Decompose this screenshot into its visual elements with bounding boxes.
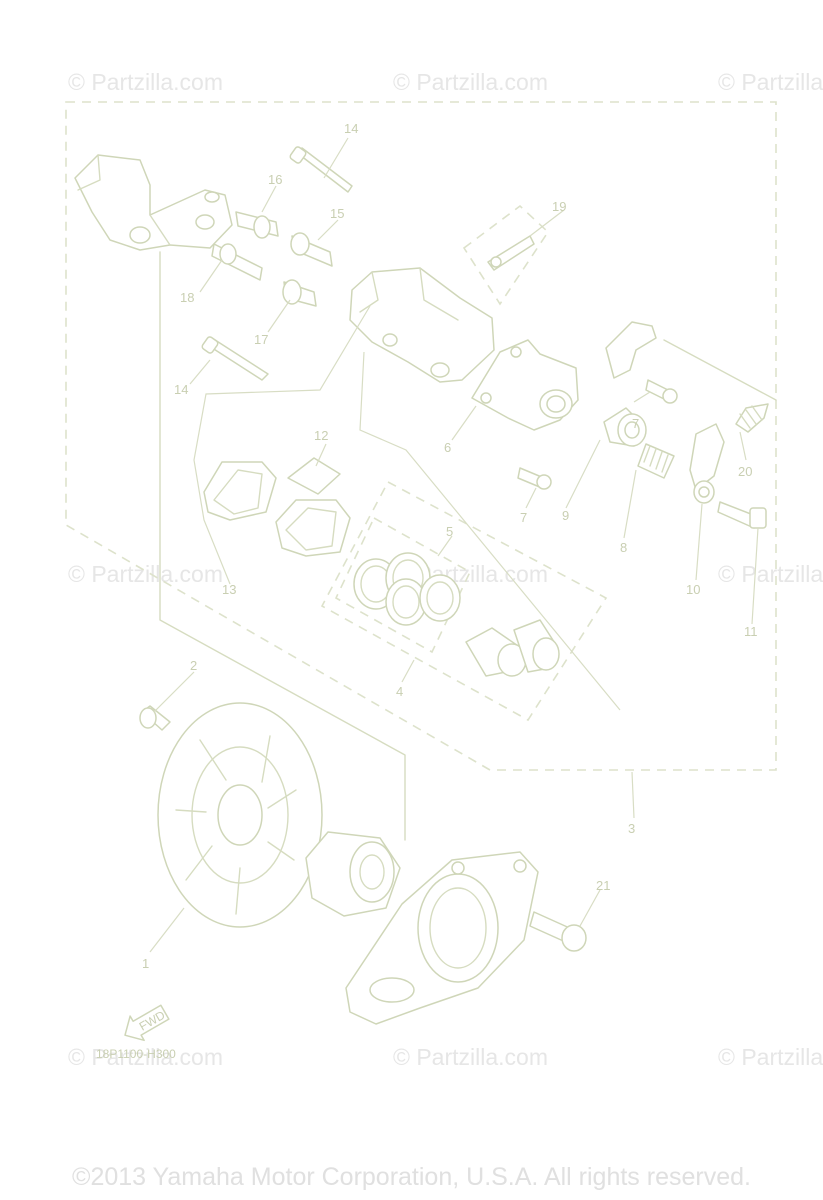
bleed-screw-boundary bbox=[462, 204, 550, 306]
callout-14-upper: 14 bbox=[344, 121, 358, 136]
watermark-2: © Partzilla.com bbox=[393, 69, 548, 95]
watermark-9: © Partzilla.com bbox=[718, 1044, 823, 1070]
pin-14-lower-part bbox=[201, 336, 269, 381]
callout-2: 2 bbox=[190, 658, 197, 673]
callout-18: 18 bbox=[180, 290, 194, 305]
callout-14-lower: 14 bbox=[174, 382, 188, 397]
spring-20-part bbox=[735, 403, 769, 433]
caliper-assembly-boundary bbox=[65, 101, 777, 771]
seal-kit-boundary-inner bbox=[334, 516, 472, 654]
leader-lines bbox=[149, 137, 759, 953]
copyright-notice: ©2013 Yamaha Motor Corporation, U.S.A. A… bbox=[72, 1163, 751, 1191]
pin-14-upper-part bbox=[289, 146, 353, 193]
watermark-1: © Partzilla.com bbox=[68, 69, 223, 95]
callout-4: 4 bbox=[396, 684, 403, 699]
nut-10-part bbox=[693, 480, 715, 504]
bolt-7-lower-part bbox=[517, 467, 552, 490]
caliper-bracket-part bbox=[74, 154, 406, 841]
seal-kit-5-part bbox=[353, 552, 461, 626]
callout-17: 17 bbox=[254, 332, 268, 347]
callout-21: 21 bbox=[596, 878, 610, 893]
fwd-arrow-icon: FWD bbox=[124, 1004, 170, 1042]
bracket-6-part bbox=[471, 339, 579, 431]
bolt-15-part bbox=[290, 232, 333, 267]
caliper-body-part bbox=[349, 267, 495, 383]
callout-20: 20 bbox=[738, 464, 752, 479]
callout-7-lower: 7 bbox=[520, 510, 527, 525]
callout-13: 13 bbox=[222, 582, 236, 597]
hub-part bbox=[305, 831, 401, 917]
callout-10: 10 bbox=[686, 582, 700, 597]
callout-9: 9 bbox=[562, 508, 569, 523]
bolt-2-part bbox=[139, 705, 171, 731]
callout-19: 19 bbox=[552, 199, 566, 214]
callout-12: 12 bbox=[314, 428, 328, 443]
watermark-8: © Partzilla.com bbox=[393, 1044, 548, 1070]
bleed-screw-19-part bbox=[487, 235, 535, 271]
callout-5: 5 bbox=[446, 524, 453, 539]
callout-3: 3 bbox=[628, 821, 635, 836]
damper-9-part bbox=[603, 407, 647, 447]
bolt-21-part bbox=[529, 911, 587, 952]
pin-16-part bbox=[235, 211, 279, 239]
callout-15: 15 bbox=[330, 206, 344, 221]
watermark-6: © Partzilla.com bbox=[718, 561, 823, 587]
callout-numbers: 14 16 15 19 18 17 14 7 12 6 20 7 9 5 8 1… bbox=[142, 121, 758, 971]
watermark-4: © Partzilla.com bbox=[68, 561, 223, 587]
callout-11: 11 bbox=[744, 624, 758, 639]
plate-part bbox=[605, 321, 777, 491]
brake-pad-set-13-part bbox=[203, 461, 351, 557]
bolt-7-upper-part bbox=[645, 379, 678, 404]
diagram-code: 18P1100-H300 bbox=[96, 1047, 176, 1061]
caliper-bracket-3-part bbox=[345, 851, 539, 1025]
brake-disc-1-part bbox=[157, 702, 323, 928]
callout-1: 1 bbox=[142, 956, 149, 971]
piston-kit-4-part bbox=[465, 619, 560, 677]
bolt-11-part bbox=[717, 501, 767, 529]
piston-kit-boundary-outer bbox=[320, 480, 608, 722]
callout-16: 16 bbox=[268, 172, 282, 187]
callout-8: 8 bbox=[620, 540, 627, 555]
boot-17-part bbox=[282, 279, 317, 307]
spring-8-part bbox=[637, 443, 675, 479]
watermark-7: © Partzilla.com bbox=[68, 1044, 223, 1070]
watermark-3: © Partzilla.com bbox=[718, 69, 823, 95]
callout-7-upper: 7 bbox=[632, 416, 639, 431]
pin-18-part bbox=[211, 243, 263, 281]
pad-spring-12-part bbox=[287, 457, 341, 495]
callout-6: 6 bbox=[444, 440, 451, 455]
